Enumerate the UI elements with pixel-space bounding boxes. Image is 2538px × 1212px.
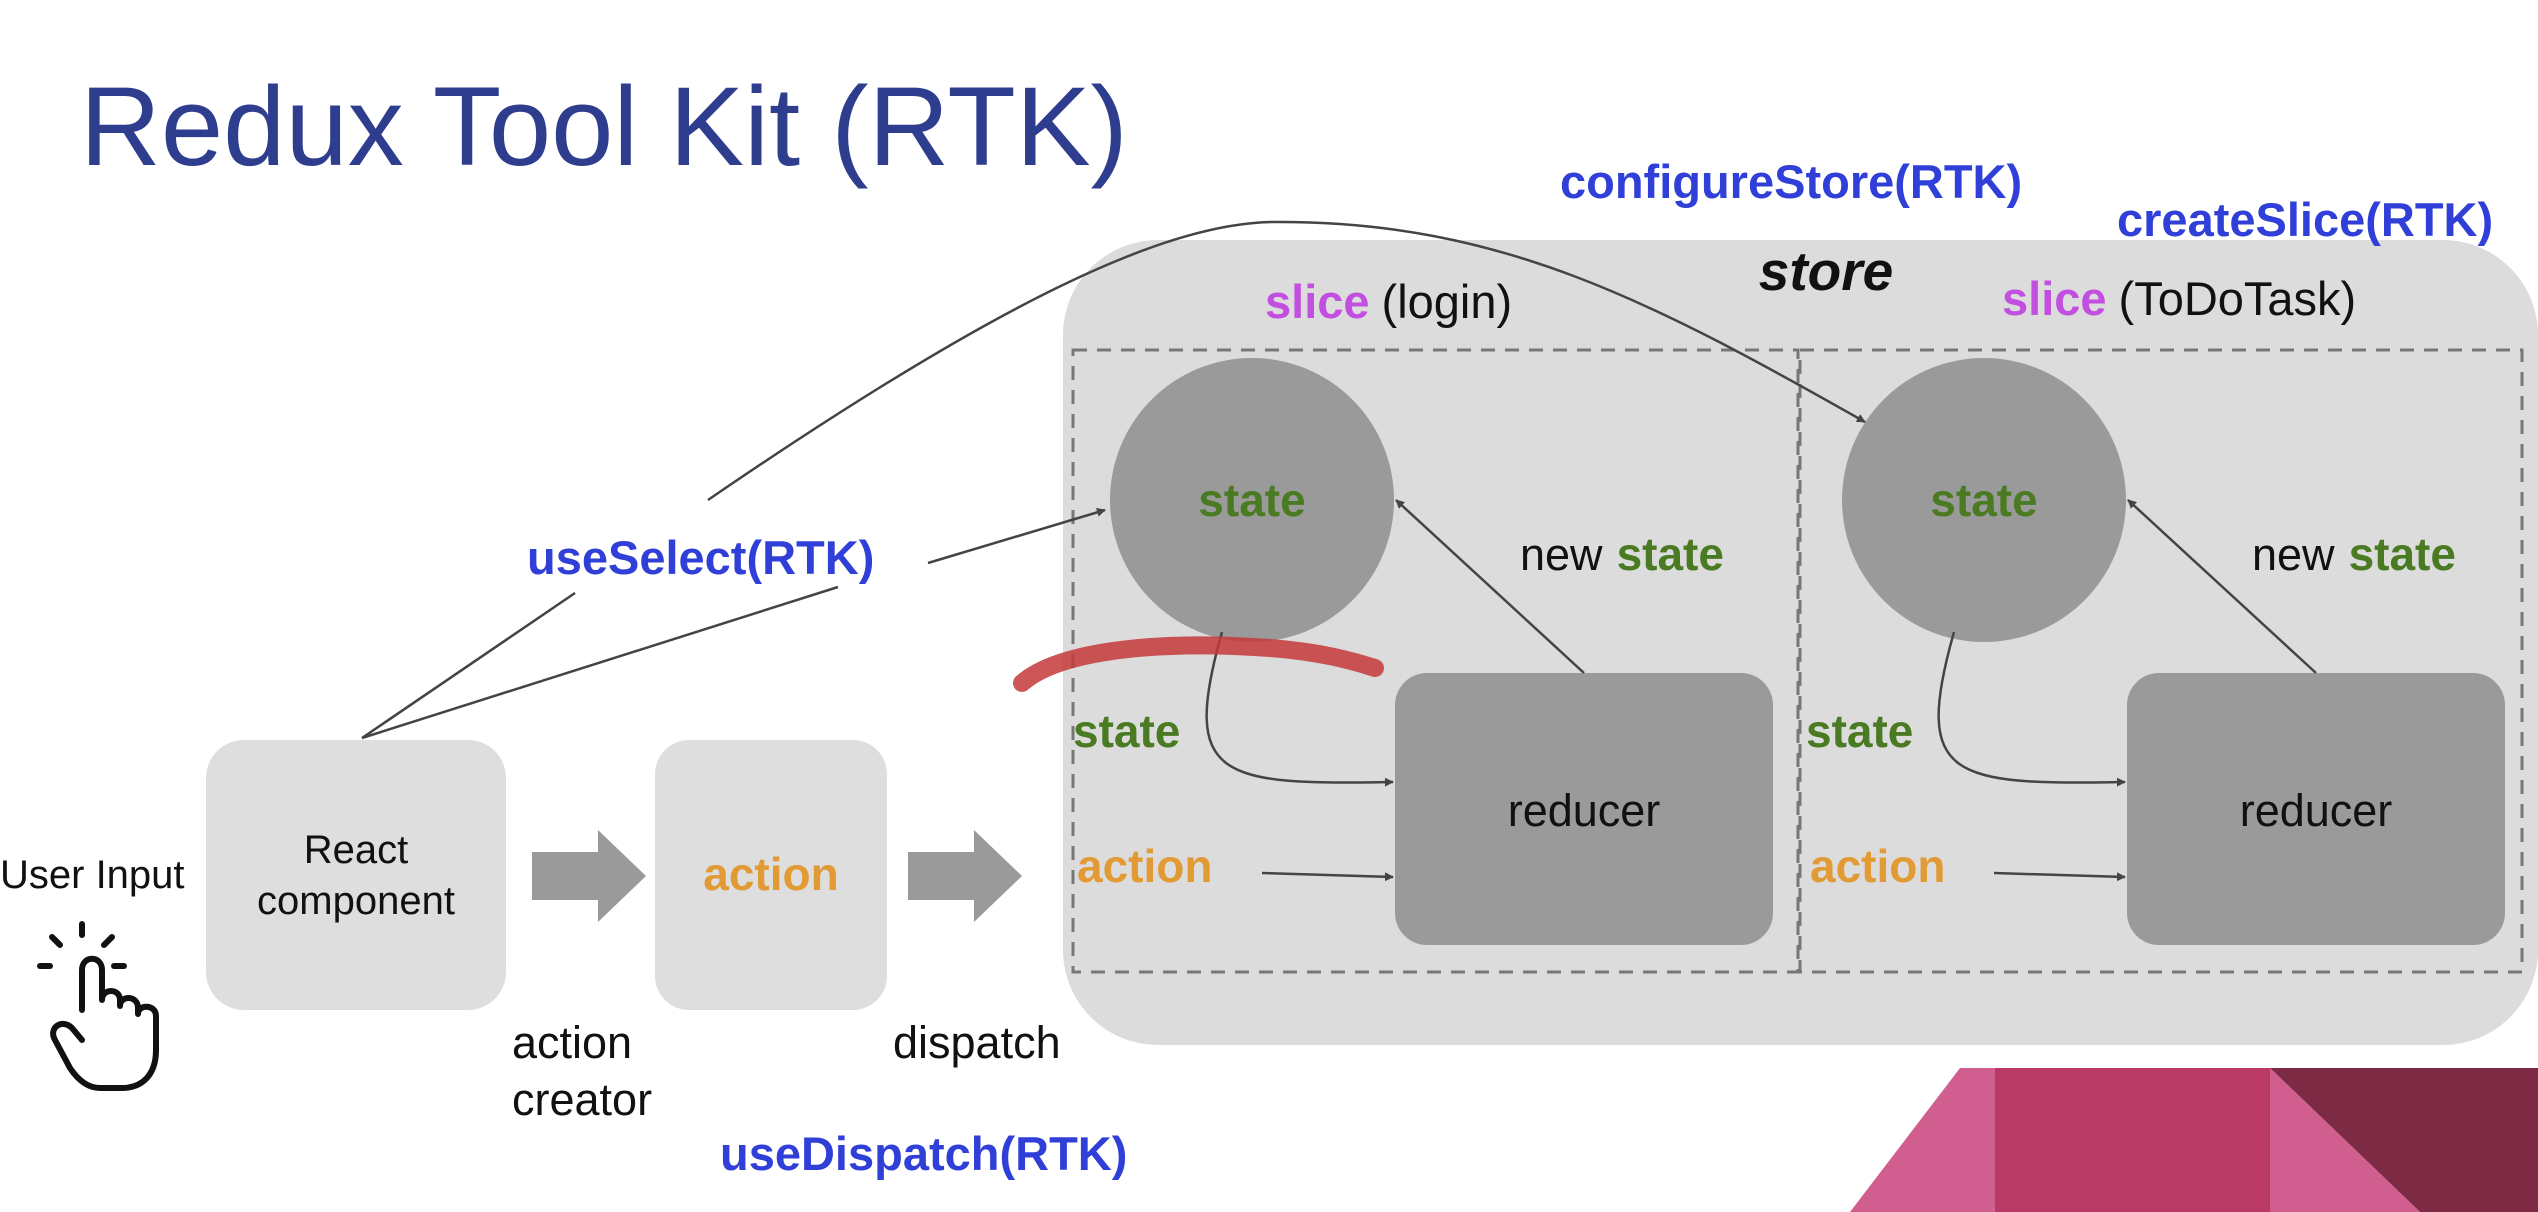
- react-component-box: [206, 740, 506, 1010]
- slice-todotask-boundary: [1798, 348, 2524, 974]
- decorative-corner: [1850, 1068, 2538, 1212]
- action-creator-line1: action: [512, 1017, 632, 1068]
- action-box: [655, 740, 887, 1010]
- configure-store-label: configureStore(RTK): [1560, 155, 2022, 208]
- hand-tap-icon: [37, 921, 159, 1091]
- slice-login-new-state-word: state: [1617, 528, 1724, 580]
- page-title: Redux Tool Kit (RTK): [80, 64, 1128, 189]
- react-component-line1: React: [304, 828, 409, 872]
- configure-store-curve-arrow: [707, 220, 1866, 502]
- create-slice-label: createSlice(RTK): [2117, 193, 2493, 246]
- slice-login-name: (login): [1382, 275, 1513, 328]
- slice-login-action-to-reducer-arrow: [1261, 871, 1394, 882]
- slice-todotask-state-to-reducer-arrow: [1937, 631, 2126, 787]
- slice-todotask-reducer-node: [2127, 673, 2505, 945]
- slice-todotask-action-to-reducer-arrow: [1993, 871, 2126, 882]
- action-to-store-block-arrow: [908, 830, 1022, 922]
- dispatch-label: dispatch: [893, 1017, 1061, 1068]
- use-select-arrow-to-state: [927, 508, 1106, 565]
- slice-todotask-reducer-to-state-arrow: [2127, 499, 2317, 674]
- slice-login-input-state: state: [1073, 705, 1180, 757]
- component-to-action-block-arrow: [532, 830, 646, 922]
- slice-todotask-input-action: action: [1810, 840, 1945, 892]
- slice-todotask-new-prefix: new: [2252, 529, 2335, 580]
- slice-todotask-name: (ToDoTask): [2119, 272, 2357, 325]
- slice-todotask-new-state: new state: [2252, 528, 2456, 580]
- slice-login-title: slice(login): [1265, 275, 1512, 328]
- slice-login-reducer-to-state-arrow: [1395, 499, 1585, 674]
- slice-todotask-state-node: [1842, 358, 2126, 642]
- slice-login-reducer-node: [1395, 673, 1773, 945]
- slice-todotask-input-state: state: [1806, 705, 1913, 757]
- slice-login-state-text: state: [1198, 474, 1305, 526]
- slice-todotask-new-state-word: state: [2349, 528, 2456, 580]
- use-select-line-segment2: [361, 591, 576, 740]
- action-box-text: action: [703, 848, 838, 900]
- red-annotation-stroke: [1013, 636, 1384, 692]
- use-select-label: useSelect(RTK): [527, 531, 874, 584]
- react-component-line2: component: [257, 879, 455, 923]
- slice-todotask-keyword: slice: [2002, 272, 2107, 325]
- slice-login-state-to-reducer-arrow: [1205, 631, 1394, 787]
- slice-todotask-title: slice(ToDoTask): [2002, 272, 2356, 325]
- slice-login-reducer-text: reducer: [1508, 785, 1661, 836]
- slice-login-new-prefix: new: [1520, 529, 1603, 580]
- slice-login-input-action: action: [1077, 840, 1212, 892]
- action-creator-line2: creator: [512, 1074, 652, 1125]
- slice-login-state-node: [1110, 358, 1394, 642]
- slice-todotask-state-text: state: [1930, 474, 2037, 526]
- slice-login-keyword: slice: [1265, 275, 1370, 328]
- store-label: store: [1759, 240, 1894, 302]
- user-input-label: User Input: [0, 853, 185, 897]
- slice-login-new-state: new state: [1520, 528, 1724, 580]
- use-dispatch-label: useDispatch(RTK): [720, 1127, 1127, 1180]
- use-select-line-segment1: [361, 585, 839, 740]
- slice-todotask-reducer-text: reducer: [2240, 785, 2393, 836]
